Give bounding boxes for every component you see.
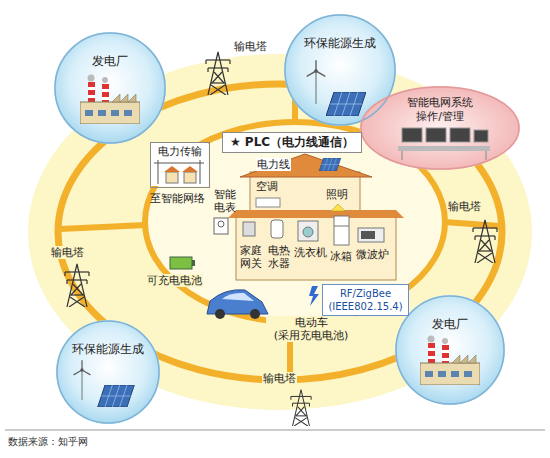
solar-panel-icon [326,92,366,116]
transmission-tower-icon [206,52,230,95]
text-box: 电力传输 [150,142,210,188]
part-label: 洗衣机 [294,246,327,259]
node-text-block: ★ PLC（电力线通信） [229,135,355,150]
node-label: 发电厂 [54,54,166,69]
wireless-icon [309,286,319,306]
node-outline-shape [396,296,504,404]
control-ellipse-fill [360,86,520,170]
solar-panel-icon [98,385,135,407]
transmission-box-fill [150,142,208,186]
house-illustration [228,154,404,280]
node-outline [395,295,505,405]
control-room-icon [398,128,490,160]
electric-car-icon [207,290,268,319]
part-label: 家庭 网关 [238,244,264,270]
power-plant-icon [420,336,480,386]
wind-turbine-icon [74,361,90,400]
part-label: 电力线 [256,158,291,171]
caption-rule [5,430,545,431]
transmission-tower-icon [473,220,497,263]
node-text-block: 环保能源生成 [56,320,160,357]
part-label: 输电塔 [262,372,297,385]
green-energy-circle-fill [284,14,396,126]
node-label: 环保能源生成 [56,342,160,357]
source-caption: 数据来源：知乎网 [8,436,88,448]
power-plant-icon [80,75,140,125]
part-label: 输电塔 [234,40,267,53]
node-label: 智能电网系统 操作/管理 [398,96,482,124]
source-circle: 发电厂 [54,32,166,144]
node-text-block: 环保能源生成 [284,14,396,51]
part-label: 输电塔 [448,200,481,213]
node-outline [56,320,160,424]
system-ellipse: 智能电网系统 操作/管理 [360,86,520,170]
node-text-block: 电力传输 [151,143,209,159]
node-text-block: 发电厂 [395,295,505,332]
node-outline-shape [55,33,165,143]
text-box: RF/ZigBee (IEEE802.15.4) [322,284,409,316]
battery-icon [170,257,195,269]
part-label: 可充电电池 [146,274,203,287]
node-label: 环保能源生成 [284,36,396,51]
source-circle: 发电厂 [395,295,505,405]
part-label: 照明 [326,188,348,201]
source-circle: 环保能源生成 [56,320,160,424]
transmission-tower-icon [65,264,89,307]
node-text-block: RF/ZigBee (IEEE802.15.4) [327,287,404,313]
part-label: 至智能网络 [150,192,205,205]
plant-circle-fill [395,295,505,405]
node-outline-shape [361,87,519,169]
part-label: 空调 [256,180,278,193]
node-label: 电力传输 [151,145,209,159]
node-text-block: 发电厂 [54,32,166,69]
plant-circle-fill [54,32,166,144]
part-label: 电热 水器 [266,244,292,270]
wind-turbine-icon [307,61,325,104]
part-label: 冰箱 [330,250,352,263]
source-circle: 环保能源生成 [284,14,396,126]
part-label: 电动车 (采用充电电池) [266,316,356,342]
part-label: 微波炉 [356,248,389,261]
node-outline [284,14,396,126]
part-label: 智能 电表 [212,188,238,214]
node-outline-shape [57,321,159,423]
green-energy-circle-fill [56,320,160,424]
transmission-picture [154,160,204,184]
node-outline [54,32,166,144]
node-outline-shape [285,15,395,125]
node-label: 发电厂 [395,317,505,332]
node-label: RF/ZigBee (IEEE802.15.4) [327,287,404,313]
smart-meter-icon [214,218,228,234]
text-box: ★ PLC（电力线通信） [222,132,362,153]
transmission-tower-icon [291,390,311,426]
part-label: 输电塔 [50,246,85,259]
node-label: ★ PLC（电力线通信） [229,135,355,150]
node-text-block: 智能电网系统 操作/管理 [398,86,482,124]
